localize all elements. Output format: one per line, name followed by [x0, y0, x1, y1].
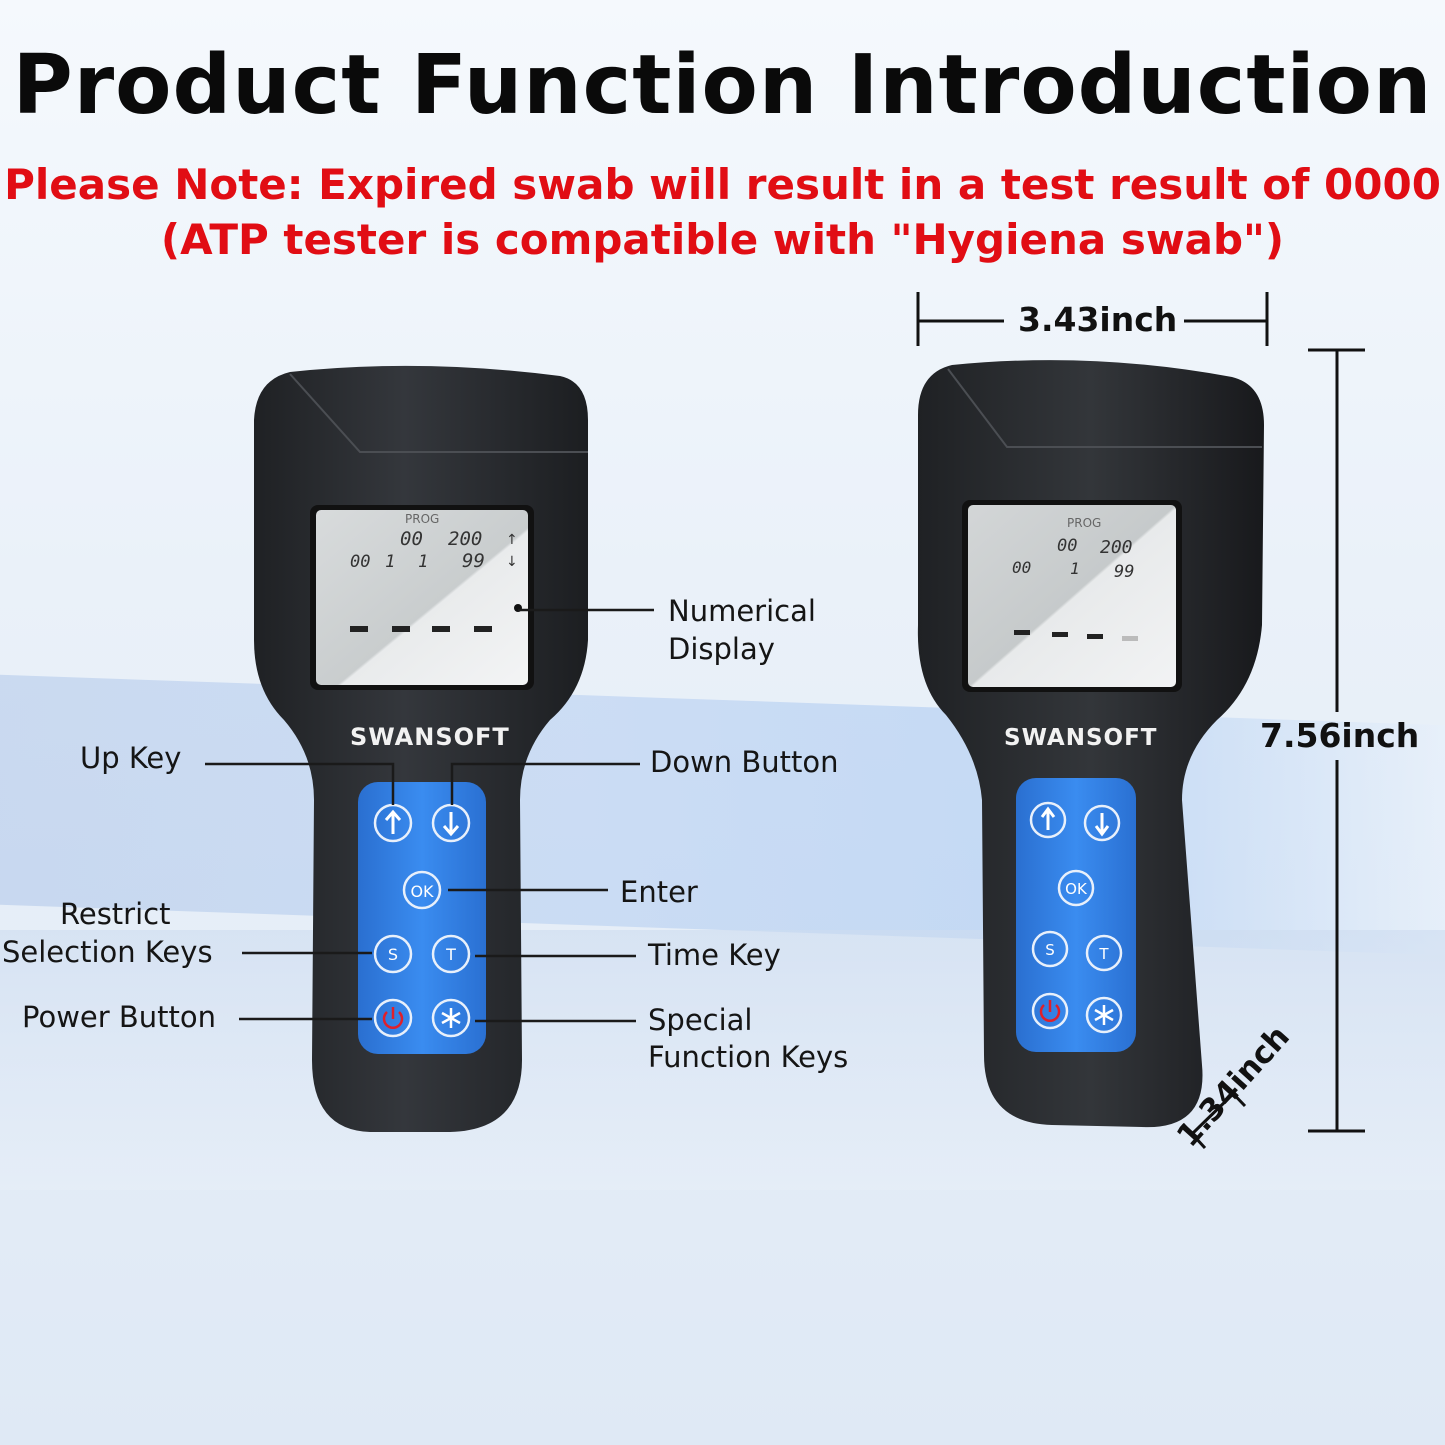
dimension-lines	[916, 292, 1365, 1150]
label-down-button: Down Button	[650, 745, 839, 779]
ok-key[interactable]: OK	[410, 882, 434, 901]
s-key[interactable]: S	[388, 945, 398, 964]
t-key[interactable]: T	[445, 945, 456, 964]
label-special-2: Function Keys	[648, 1040, 849, 1074]
keypad	[358, 782, 486, 1054]
lcd-up-arrow-icon: ↑	[506, 532, 518, 548]
special-function-icon[interactable]	[441, 1008, 461, 1028]
note-line-1: Please Note: Expired swab will result in…	[4, 160, 1441, 209]
lcd-row2-d: 99	[462, 550, 485, 572]
label-restrict-1: Restrict	[60, 897, 171, 931]
brand-logo: SWANSOFT	[350, 723, 510, 751]
lcd2-row2-d: 99	[1114, 562, 1134, 582]
prog-indicator: PROG	[405, 512, 439, 526]
lcd-row2-a: 00	[350, 552, 370, 572]
lcd-dash	[392, 626, 410, 632]
lcd-dash	[474, 626, 492, 632]
ok-key-2: OK	[1065, 880, 1088, 898]
label-special-1: Special	[648, 1003, 753, 1037]
atp-tester-angled: PROG 00 200 00 1 99 SWANSOFT OK S T	[917, 360, 1264, 1128]
lcd-dash	[350, 626, 368, 632]
note-line-2: (ATP tester is compatible with "Hygiena …	[160, 215, 1285, 264]
power-button-icon[interactable]	[382, 1007, 404, 1029]
label-numerical-display-2: Display	[668, 632, 775, 666]
lcd-row1-b: 200	[448, 528, 482, 550]
keypad-2	[1016, 778, 1136, 1052]
lcd2-row1-b: 200	[1100, 537, 1133, 558]
lcd-down-arrow-icon: ↓	[506, 554, 518, 570]
up-key-icon[interactable]	[384, 809, 402, 834]
lcd-row2-b: 1	[385, 552, 395, 572]
t-key-2: T	[1098, 945, 1109, 963]
label-enter: Enter	[620, 875, 698, 909]
label-up-key: Up Key	[80, 741, 182, 775]
brand-logo-2: SWANSOFT	[1004, 725, 1157, 751]
s-key-2: S	[1045, 941, 1055, 959]
label-time-key: Time Key	[648, 938, 781, 972]
lcd2-row2-c: 1	[1070, 559, 1080, 578]
label-power-button: Power Button	[22, 1000, 217, 1034]
label-numerical-display-1: Numerical	[668, 594, 816, 628]
lcd-row2-c: 1	[418, 552, 428, 572]
lcd2-row2-a: 00	[1012, 558, 1031, 577]
atp-tester-front: PROG 00 200 00 1 1 99 ↑ ↓ SWANSOFT OK S …	[254, 365, 588, 1132]
prog-indicator-2: PROG	[1067, 516, 1101, 530]
lcd-dash	[432, 626, 450, 632]
down-button-icon[interactable]	[442, 812, 460, 837]
lcd-row1-a: 00	[400, 528, 423, 550]
label-restrict-2: Selection Keys	[2, 935, 213, 969]
lcd2-row1-a: 00	[1057, 536, 1077, 556]
page-title: Product Function Introduction	[12, 38, 1433, 133]
dimension-height: 7.56inch	[1260, 716, 1420, 755]
dimension-width: 3.43inch	[1018, 300, 1178, 339]
